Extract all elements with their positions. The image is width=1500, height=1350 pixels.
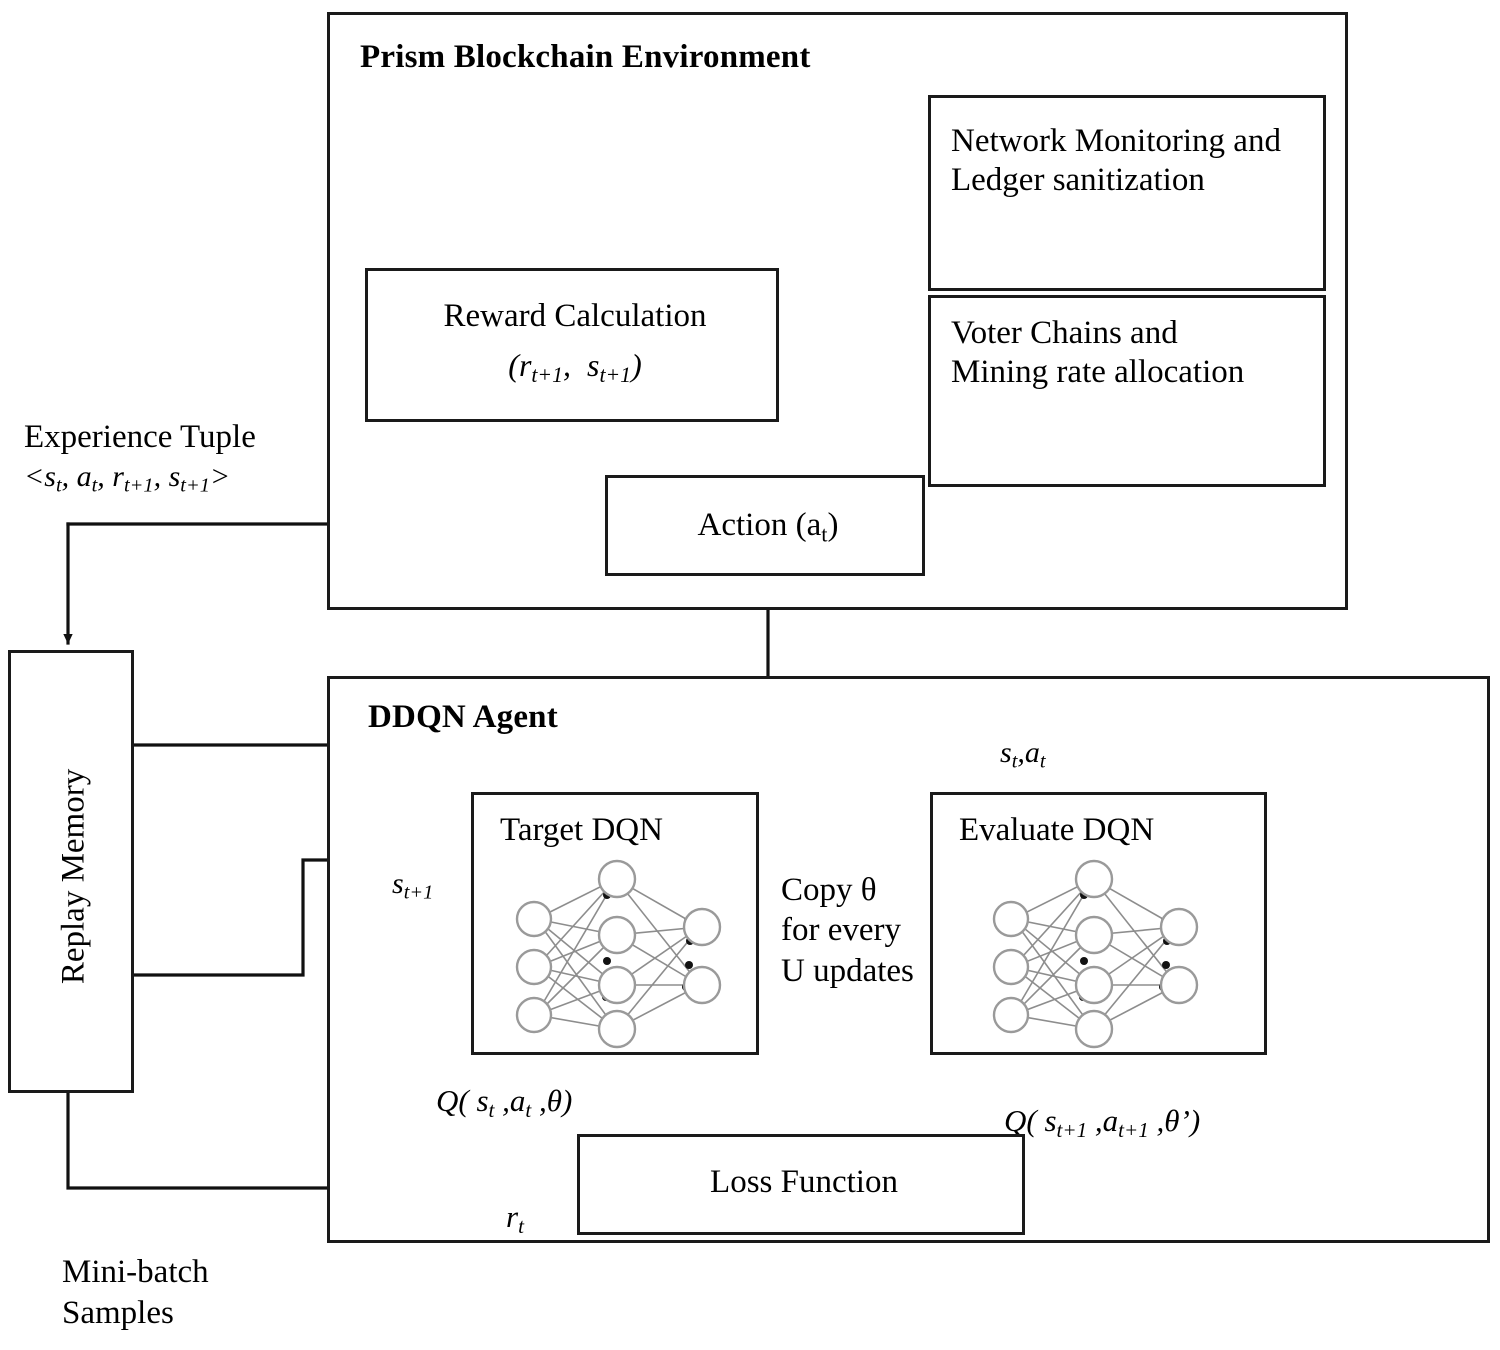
replay-memory-box[interactable]: Replay Memory bbox=[8, 650, 134, 1093]
evaluate-dqn-network-icon bbox=[992, 859, 1199, 1049]
network-monitoring-box[interactable]: Network Monitoring and Ledger sanitizati… bbox=[928, 95, 1326, 291]
experience-tuple-label: Experience Tuple <st, at, rt+1, st+1> bbox=[24, 419, 256, 497]
target-dqn-network-icon bbox=[515, 859, 722, 1049]
action-box[interactable]: Action (at) bbox=[605, 475, 925, 576]
copy-theta-label: Copy θ for every U updates bbox=[781, 872, 914, 989]
reward-calculation-box[interactable]: Reward Calculation (rt+1, st+1) bbox=[365, 268, 779, 422]
prism-environment-title: Prism Blockchain Environment bbox=[360, 39, 811, 75]
q-eval-label: Q( st+1 ,at+1 ,θ’) bbox=[1004, 1103, 1201, 1142]
target-dqn-box[interactable]: Target DQN bbox=[471, 792, 759, 1055]
voter-chains-box[interactable]: Voter Chains and Mining rate allocation bbox=[928, 295, 1326, 487]
evaluate-dqn-label: Evaluate DQN bbox=[959, 812, 1155, 848]
reward-t-label: rt bbox=[506, 1199, 524, 1238]
target-dqn-label: Target DQN bbox=[500, 812, 663, 848]
replay-memory-label: Replay Memory bbox=[55, 768, 92, 985]
ddqn-agent-title: DDQN Agent bbox=[368, 699, 558, 735]
state-next-label: st+1 bbox=[392, 867, 434, 904]
loss-function-box[interactable]: Loss Function bbox=[577, 1134, 1025, 1235]
network-monitoring-label: Network Monitoring and Ledger sanitizati… bbox=[951, 123, 1281, 198]
minibatch-samples-label: Mini-batch Samples bbox=[62, 1254, 209, 1332]
action-label: Action (at) bbox=[697, 507, 839, 547]
reward-calculation-title: Reward Calculation bbox=[443, 298, 707, 334]
voter-chains-label: Voter Chains and Mining rate allocation bbox=[951, 315, 1245, 390]
evaluate-dqn-box[interactable]: Evaluate DQN bbox=[930, 792, 1267, 1055]
reward-calculation-formula: (rt+1, st+1) bbox=[508, 347, 642, 388]
q-target-label: Q( st ,at ,θ) bbox=[436, 1083, 573, 1122]
loss-function-label: Loss Function bbox=[710, 1164, 898, 1200]
state-action-label: st,at bbox=[1000, 736, 1046, 773]
